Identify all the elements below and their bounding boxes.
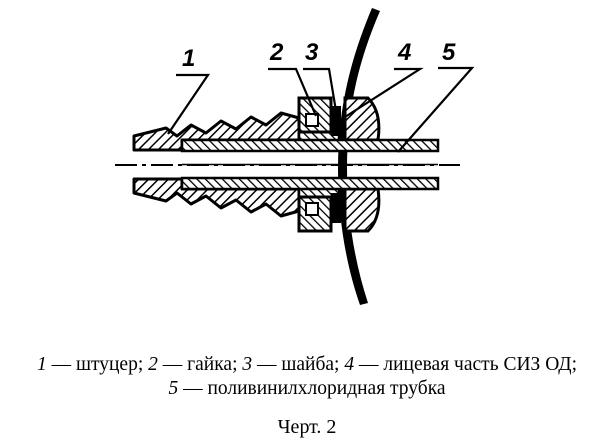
- callout-number-4: 4: [397, 39, 411, 66]
- legend-number-5: 5: [168, 378, 179, 399]
- legend-text-3: шайба: [281, 354, 335, 375]
- callout-number-3: 3: [305, 39, 319, 66]
- face-piece: [338, 8, 380, 305]
- flange-lower: [343, 187, 381, 233]
- callout-number-5: 5: [442, 39, 456, 66]
- assembly-drawing: 1 2 3 4 5: [115, 8, 475, 305]
- pvc-tube-upper: [180, 138, 440, 153]
- washer-upper: [331, 106, 341, 136]
- legend-number-2: 2: [148, 354, 158, 375]
- legend-text-5: поливинилхлоридная трубка: [207, 378, 446, 399]
- legend-number-4: 4: [344, 354, 355, 375]
- legend-number-1: 1: [36, 354, 47, 375]
- leader-lines: [167, 66, 475, 153]
- pvc-tube-lower: [180, 176, 440, 191]
- callout-number-2: 2: [269, 39, 284, 66]
- legend-text-2: гайка: [187, 354, 233, 375]
- legend-number-3: 3: [242, 354, 253, 375]
- caption-line-2: 5 — поливинилхлоридная трубка: [168, 378, 446, 399]
- caption-line-1: 1 — штуцер; 2 — гайка; 3 — шайба; 4 — ли…: [36, 354, 578, 375]
- flange-upper: [343, 96, 381, 142]
- legend-text-1: штуцер: [75, 354, 138, 375]
- figure-label: Черт. 2: [277, 416, 337, 438]
- callout-number-1: 1: [182, 45, 195, 72]
- washer-lower: [331, 193, 341, 223]
- legend-text-4: лицевая часть СИЗ ОД: [383, 354, 572, 375]
